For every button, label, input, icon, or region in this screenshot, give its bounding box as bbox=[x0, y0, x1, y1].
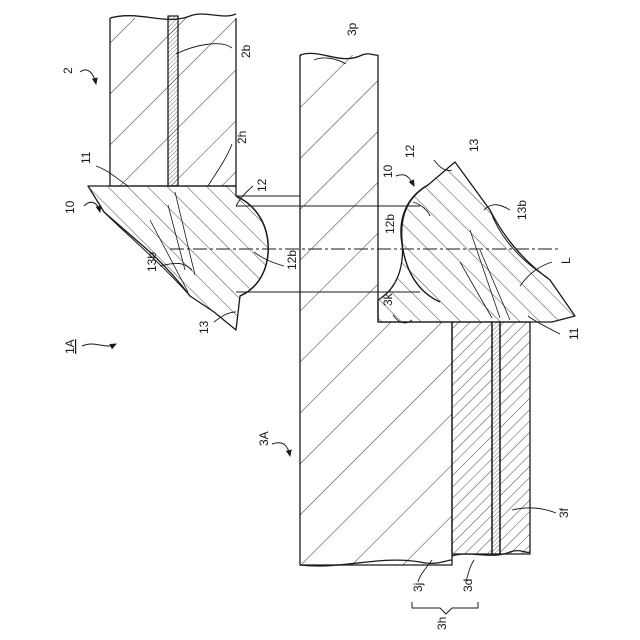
label-11-lower: 11 bbox=[567, 327, 581, 340]
label-13-lower: 13 bbox=[467, 138, 481, 152]
label-3j: 3j bbox=[411, 583, 425, 592]
label-3f: 3f bbox=[557, 507, 571, 518]
label-3p: 3p bbox=[345, 22, 359, 36]
label-3k: 3k bbox=[381, 292, 395, 306]
label-11-upper: 11 bbox=[79, 151, 93, 164]
label-12-upper: 12 bbox=[255, 178, 269, 192]
label-13b-lower: 13b bbox=[515, 200, 529, 220]
label-2h: 2h bbox=[235, 131, 249, 144]
label-10-upper: 10 bbox=[63, 200, 77, 214]
label-3h: 3h bbox=[435, 617, 449, 630]
member-2-plate bbox=[110, 14, 236, 186]
member-3d-plate bbox=[452, 322, 530, 556]
label-3A: 3A bbox=[257, 431, 271, 446]
upper-weld-bead bbox=[88, 186, 268, 330]
label-13-upper: 13 bbox=[197, 320, 211, 334]
label-2: 2 bbox=[61, 67, 75, 74]
brace-3h bbox=[412, 602, 478, 614]
label-3d: 3d bbox=[461, 579, 475, 592]
label-12-lower: 12 bbox=[403, 144, 417, 158]
label-12b-lower: 12b bbox=[383, 214, 397, 234]
lower-weld-bead bbox=[378, 162, 575, 322]
label-1A: 1A bbox=[63, 339, 77, 354]
label-L: L bbox=[559, 257, 573, 264]
label-12b-upper: 12b bbox=[285, 250, 299, 270]
label-13b-upper: 13b bbox=[145, 252, 159, 272]
label-2b: 2b bbox=[239, 44, 253, 58]
label-10-lower: 10 bbox=[381, 164, 395, 178]
